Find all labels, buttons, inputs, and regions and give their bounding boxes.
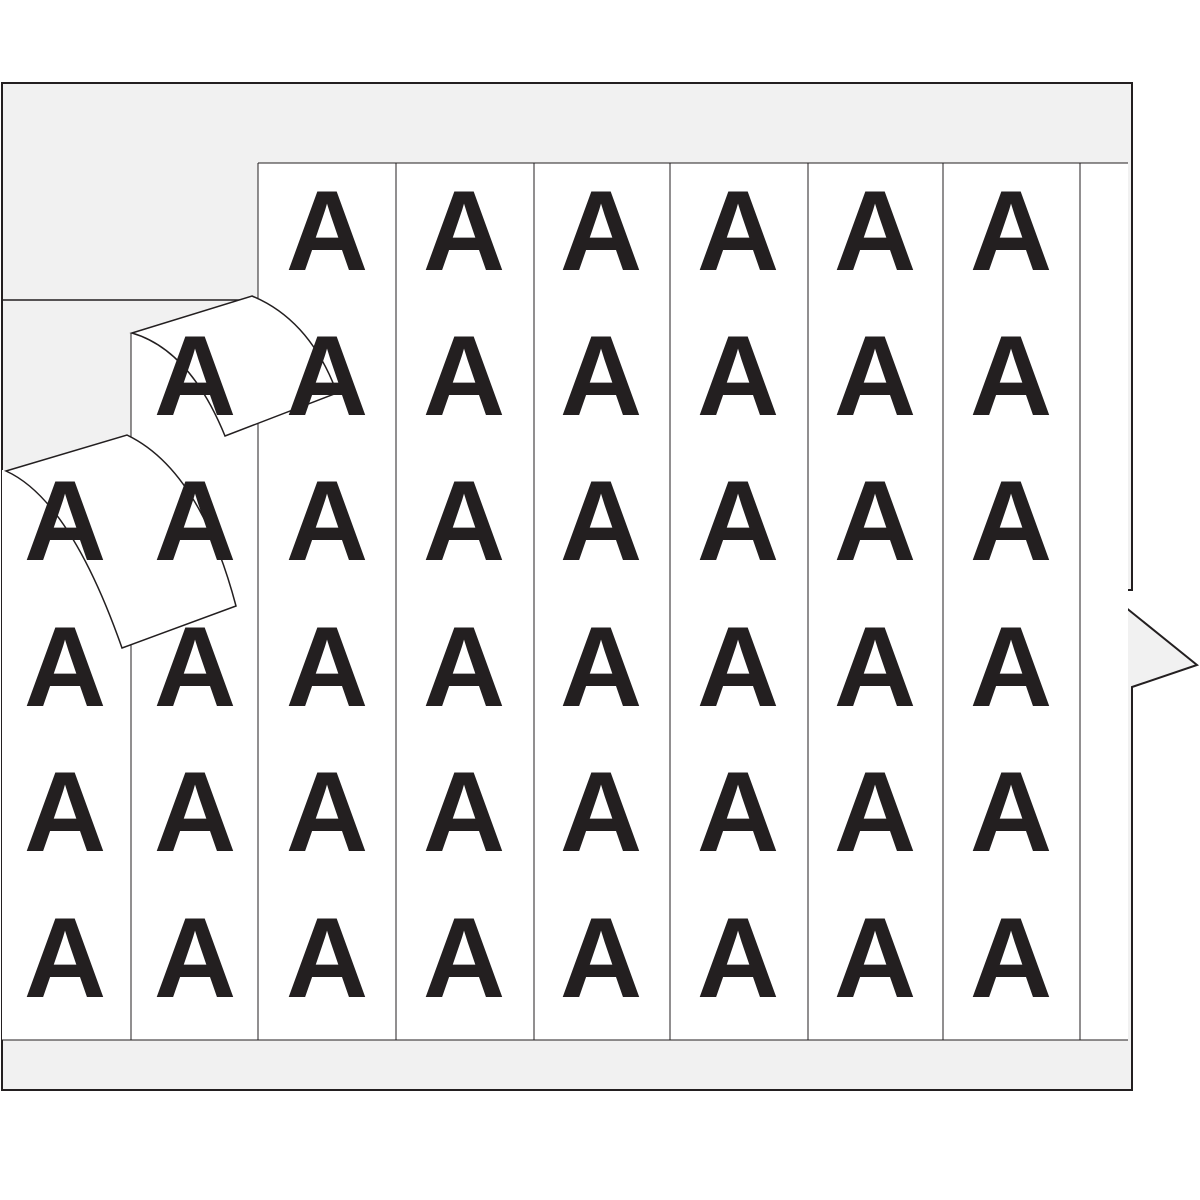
label-letter: A	[154, 749, 236, 876]
label-letter: A	[697, 895, 779, 1022]
label-letter: A	[560, 604, 642, 731]
label-letter: A	[970, 313, 1052, 440]
label-letter: A	[154, 895, 236, 1022]
label-letter: A	[286, 313, 368, 440]
label-letter: A	[154, 313, 236, 440]
label-letter: A	[286, 168, 368, 295]
label-letter: A	[423, 895, 505, 1022]
label-letter: A	[970, 458, 1052, 585]
label-letter: A	[697, 168, 779, 295]
label-letter: A	[697, 604, 779, 731]
label-letter: A	[834, 458, 916, 585]
label-letter: A	[154, 604, 236, 731]
label-letter: A	[834, 604, 916, 731]
label-letter: A	[286, 749, 368, 876]
label-letter: A	[286, 895, 368, 1022]
peeled-label-lower	[3, 434, 237, 649]
label-letter: A	[24, 749, 106, 876]
label-letter: A	[154, 458, 236, 585]
label-letter: A	[560, 458, 642, 585]
label-letter: A	[697, 749, 779, 876]
label-letter: A	[970, 604, 1052, 731]
label-letter: A	[970, 749, 1052, 876]
label-letter: A	[423, 604, 505, 731]
label-letter: A	[286, 604, 368, 731]
label-letter: A	[423, 168, 505, 295]
label-letter: A	[970, 168, 1052, 295]
label-letters: AAAAAAAAAAAAAAAAAAAAAAAAAAAAAAAAAAAAAAAA…	[24, 168, 1052, 1022]
label-letter: A	[560, 168, 642, 295]
label-letter: A	[24, 458, 106, 585]
label-letter: A	[834, 749, 916, 876]
label-letter: A	[423, 458, 505, 585]
label-letter: A	[560, 895, 642, 1022]
label-letter: A	[286, 458, 368, 585]
label-letter: A	[970, 895, 1052, 1022]
peeled-label-upper	[129, 295, 338, 437]
label-letter: A	[834, 168, 916, 295]
label-letter: A	[423, 313, 505, 440]
label-letter: A	[24, 604, 106, 731]
label-letter: A	[560, 313, 642, 440]
label-letter: A	[423, 749, 505, 876]
label-letter: A	[560, 749, 642, 876]
label-letter: A	[834, 313, 916, 440]
label-letter: A	[24, 895, 106, 1022]
label-letter: A	[697, 458, 779, 585]
label-letter: A	[834, 895, 916, 1022]
label-letter: A	[697, 313, 779, 440]
